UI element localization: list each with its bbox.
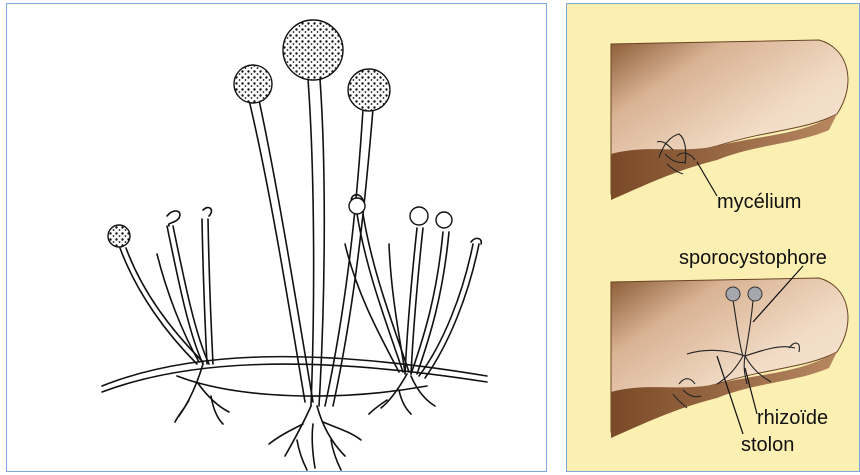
label-stolon: stolon: [741, 435, 794, 455]
sporangium-empty-3: [349, 198, 365, 214]
bread-slice-top: [611, 40, 848, 200]
mold-drawing-panel: [6, 3, 547, 472]
label-rhizoide: rhizoïde: [757, 408, 828, 428]
sporangium-empty-1: [410, 207, 428, 225]
sporangium-empty-2: [436, 212, 452, 228]
bread-illustration: [567, 4, 860, 472]
sporangium-large: [283, 20, 343, 80]
bread-diagram-panel: mycélium sporocystophore rhizoïde stolon: [566, 3, 860, 472]
sporangiophore-tall: [307, 66, 314, 406]
rhizoids-left: [175, 364, 229, 424]
rhizopus-line-drawing: [7, 4, 548, 473]
label-mycelium: mycélium: [717, 192, 801, 212]
sporangiophore-small-3: [202, 219, 207, 364]
sporangium-small: [108, 225, 130, 247]
sporangium-left: [234, 65, 272, 103]
sporocyst-2: [748, 287, 762, 301]
sporangiophore-small-1: [120, 248, 197, 364]
sporocyst-1: [726, 287, 740, 301]
sporangiophore-small-7: [419, 244, 473, 376]
sporangium-right: [348, 69, 390, 111]
label-sporocystophore: sporocystophore: [679, 248, 827, 268]
rhizoids-center: [269, 406, 361, 470]
sporangiophore-small-4: [357, 214, 403, 372]
rhizoids-right: [369, 374, 435, 414]
mycelium-pointer: [697, 162, 717, 196]
